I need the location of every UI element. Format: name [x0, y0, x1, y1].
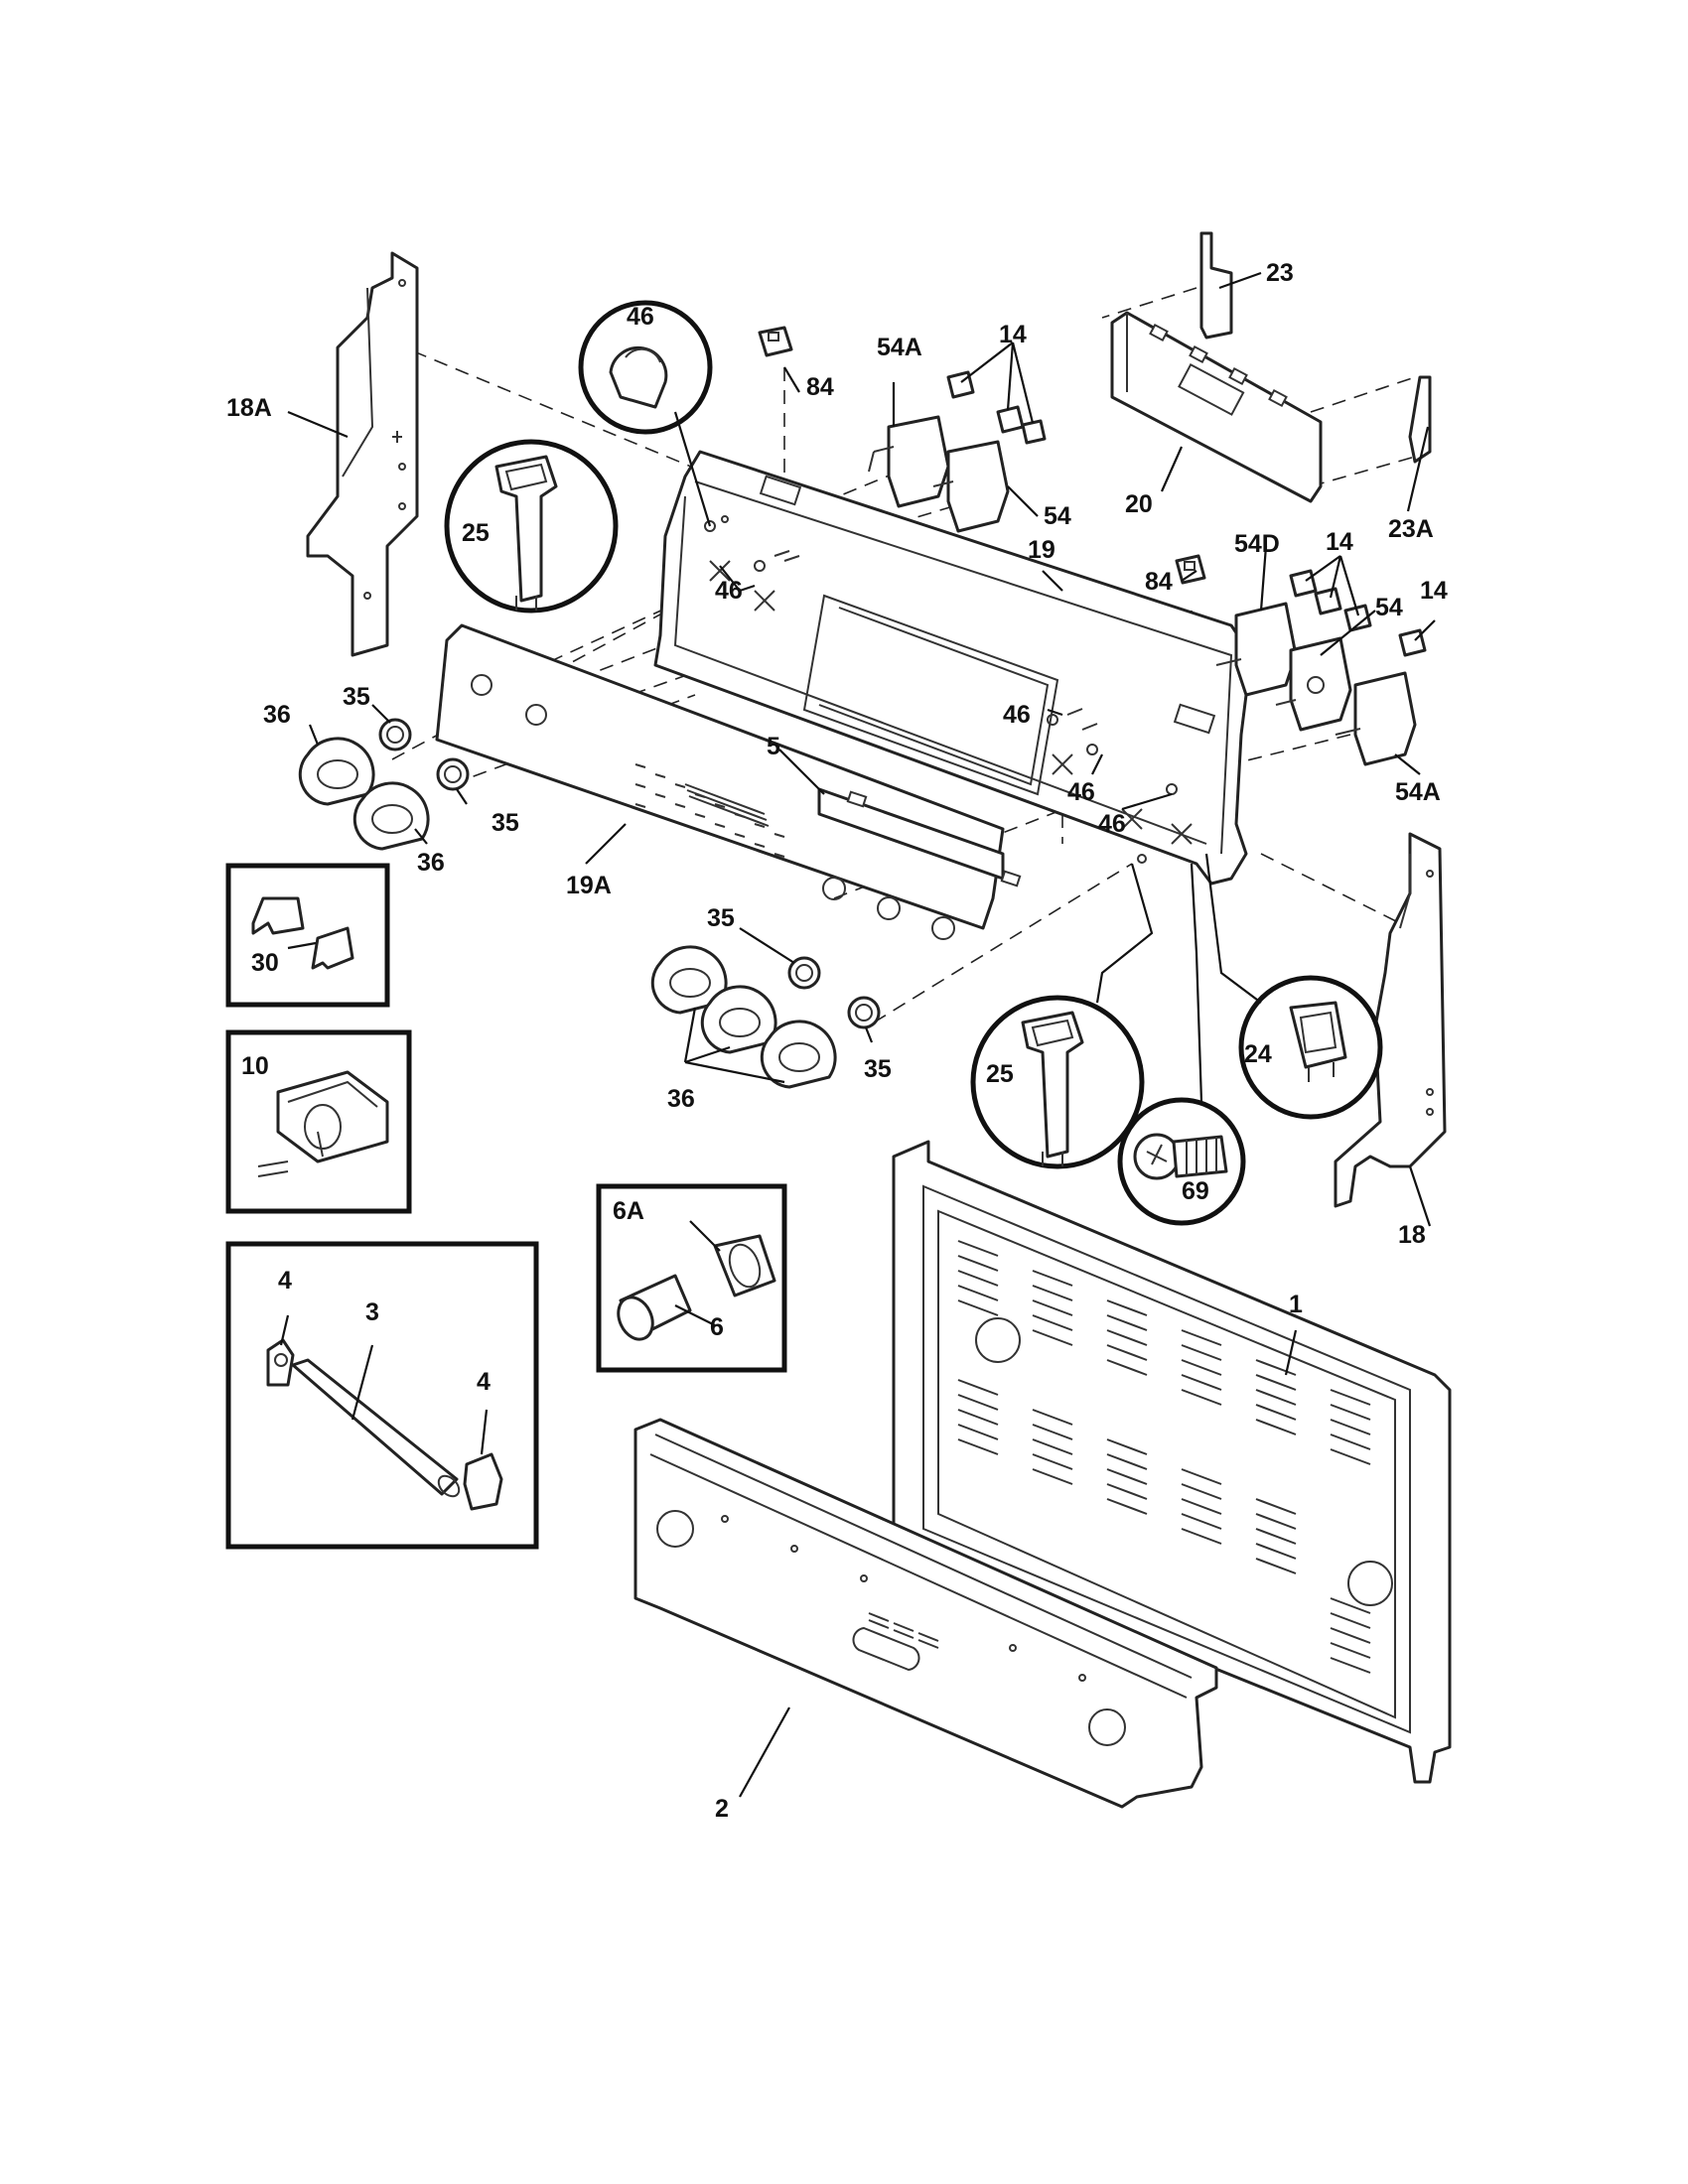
box-part-6	[596, 1183, 787, 1373]
panel-face-vent-grid	[634, 763, 785, 858]
callout-30: 30	[251, 949, 279, 977]
callout-36-c: 36	[667, 1085, 695, 1113]
callout-23: 23	[1266, 259, 1294, 287]
control-panel-19	[653, 450, 1253, 886]
side-bracket-18A	[306, 251, 419, 657]
callout-35-c: 35	[707, 904, 735, 932]
leader-lines	[279, 271, 1436, 1798]
detail-circle-25-left	[444, 439, 619, 614]
callout-54-top: 54	[1044, 502, 1071, 530]
callout-25-left: 25	[462, 519, 490, 547]
callout-14-right: 14	[1420, 577, 1448, 605]
callout-35-b: 35	[492, 809, 519, 837]
detail-circle-24	[1238, 975, 1383, 1120]
callout-84-top: 84	[806, 373, 834, 401]
callout-6: 6	[710, 1313, 724, 1341]
bezels-35	[378, 718, 881, 1029]
panel-face-19A	[435, 623, 1022, 940]
callout-2: 2	[715, 1795, 729, 1823]
detail-circle-46	[578, 300, 713, 435]
detail-circle-25-right	[970, 995, 1145, 1169]
box-part-10	[225, 1029, 412, 1214]
side-bracket-18	[1334, 832, 1447, 1208]
callout-54A-bottom: 54A	[1395, 778, 1441, 806]
callout-54-mid: 54	[1375, 594, 1403, 621]
callout-36-b: 36	[417, 849, 445, 877]
callout-4-b: 4	[477, 1368, 491, 1396]
callout-84-right: 84	[1145, 568, 1173, 596]
callout-14-mid: 14	[1326, 528, 1353, 556]
callout-19A: 19A	[566, 872, 612, 899]
callout-23A: 23A	[1388, 515, 1434, 543]
callout-46-a: 46	[715, 577, 743, 605]
lower-panel-2	[633, 1418, 1218, 1809]
callout-1: 1	[1289, 1291, 1303, 1318]
back-panel-louvers	[957, 1240, 1371, 1674]
callout-19: 19	[1028, 536, 1055, 564]
callout-35-a: 35	[343, 683, 370, 711]
callout-46-circle: 46	[627, 303, 654, 331]
callout-14-top: 14	[999, 321, 1027, 348]
detail-circle-69	[1117, 1097, 1246, 1226]
callout-54D: 54D	[1234, 530, 1280, 558]
callout-25-right: 25	[986, 1060, 1014, 1088]
callout-3: 3	[365, 1298, 379, 1326]
callout-5: 5	[767, 733, 780, 760]
callout-18: 18	[1398, 1221, 1426, 1249]
callout-20: 20	[1125, 490, 1153, 518]
box-part-lamp	[225, 1241, 539, 1550]
callout-24: 24	[1244, 1040, 1272, 1068]
callout-10: 10	[241, 1052, 269, 1080]
callout-46-d: 46	[1098, 810, 1126, 838]
right-switch-assembly	[1175, 554, 1427, 766]
callout-54A-top: 54A	[877, 334, 922, 361]
callout-labels: 18A 46 84 54A 14 23 20 23A 54 25 46 19 8…	[226, 259, 1448, 1823]
knobs-36	[298, 737, 837, 1089]
callout-4-a: 4	[278, 1267, 292, 1295]
callout-46-b: 46	[1003, 701, 1031, 729]
bracket-23A	[1408, 375, 1432, 464]
back-panel-1	[892, 1140, 1452, 1784]
electronic-control-20	[1110, 311, 1323, 503]
callout-6A: 6A	[613, 1197, 644, 1225]
callout-18A: 18A	[226, 394, 272, 422]
callout-36-a: 36	[263, 701, 291, 729]
callout-69: 69	[1182, 1177, 1209, 1205]
callout-46-c: 46	[1067, 778, 1095, 806]
bracket-23	[1199, 231, 1233, 340]
callout-35-d: 35	[864, 1055, 892, 1083]
box-part-30	[225, 863, 390, 1008]
